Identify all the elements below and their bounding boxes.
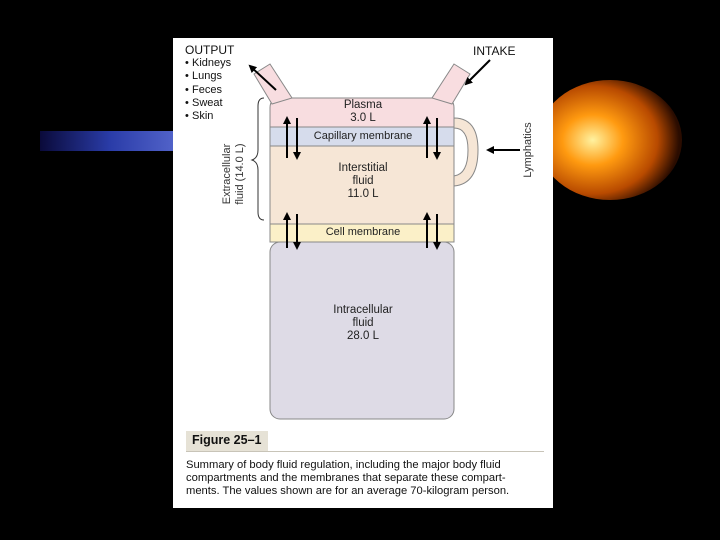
- lymphatic-handle: [454, 118, 478, 186]
- extracellular-fluid-label: Extracellular fluid (14.0 L): [221, 129, 249, 219]
- plasma-label: Plasma: [300, 99, 426, 112]
- cell-membrane-label: Cell membrane: [300, 226, 426, 239]
- intracellular-volume: 28.0 L: [300, 330, 426, 343]
- intake-label: INTAKE: [473, 44, 515, 58]
- intake-spout: [432, 64, 470, 104]
- intake-arrow: [466, 60, 490, 84]
- interstitial-volume: 11.0 L: [300, 188, 426, 201]
- output-route: Sweat: [185, 97, 231, 110]
- extracellular-line-1: Extracellular: [221, 144, 233, 205]
- caption-line: compartments and the membranes that sepa…: [186, 472, 506, 484]
- intracellular-line-2: fluid: [352, 317, 373, 329]
- extracellular-brace: [252, 98, 264, 220]
- output-spout: [254, 64, 292, 104]
- output-title: OUTPUT: [185, 43, 234, 57]
- caption-line: ments. The values shown are for an avera…: [186, 485, 509, 497]
- output-route: Skin: [185, 110, 231, 123]
- interstitial-label: Interstitial fluid: [300, 162, 426, 188]
- extracellular-line-2: fluid (14.0 L): [234, 143, 246, 204]
- figure-label: Figure 25–1: [192, 433, 261, 447]
- lymphatics-label: Lymphatics: [522, 115, 536, 185]
- intracellular-label: Intracellular fluid: [300, 304, 426, 330]
- caption-line: Summary of body fluid regulation, includ…: [186, 459, 501, 471]
- output-route: Feces: [185, 84, 231, 97]
- capillary-membrane-label: Capillary membrane: [300, 130, 426, 143]
- output-route: Lungs: [185, 70, 231, 83]
- figure-rule: [186, 451, 544, 452]
- output-route-list: Kidneys Lungs Feces Sweat Skin: [185, 57, 231, 123]
- output-route: Kidneys: [185, 57, 231, 70]
- interstitial-line-1: Interstitial: [338, 162, 387, 174]
- intracellular-line-1: Intracellular: [333, 304, 392, 316]
- plasma-volume: 3.0 L: [300, 112, 426, 125]
- interstitial-line-2: fluid: [352, 175, 373, 187]
